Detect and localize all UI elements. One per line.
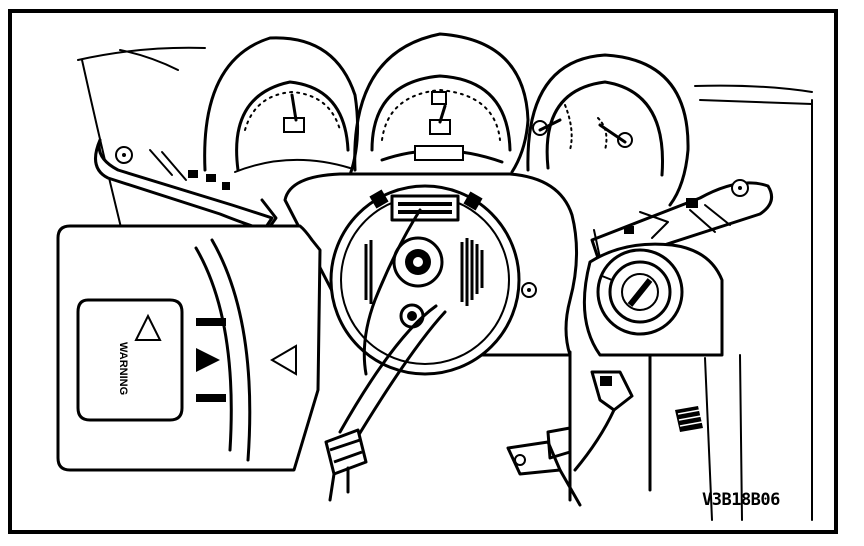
inset-detail-panel: WARNING (56, 224, 322, 472)
figure-code: V3B18B06 (702, 490, 780, 510)
ignition-switch (582, 242, 724, 357)
tachometer-hub (283, 117, 305, 133)
airbag-connector (390, 194, 460, 222)
speedometer-indicator (431, 91, 447, 105)
warning-triangle-icon (134, 313, 162, 341)
alignment-mark-upper (196, 318, 226, 326)
reference-arrow-icon (270, 344, 297, 376)
vin-label (675, 406, 703, 432)
clock-spring (364, 238, 484, 306)
odometer-window (414, 145, 464, 161)
fuel-temperature-gauge (526, 53, 690, 207)
dashboard-outline (77, 46, 813, 521)
alignment-arrow-icon (196, 348, 220, 372)
airbag-warning-plate (76, 298, 184, 422)
steering-hub (329, 184, 537, 448)
speedometer-gauge (353, 32, 530, 174)
column-support-bracket (506, 370, 634, 507)
temperature-gauge-pivot (617, 132, 633, 148)
wiring-connector-plug (324, 428, 368, 502)
alignment-mark-lower (196, 394, 226, 402)
instrument-cluster (203, 32, 690, 207)
warning-label-text: WARNING (117, 342, 129, 395)
right-stalk-switch (590, 179, 774, 262)
